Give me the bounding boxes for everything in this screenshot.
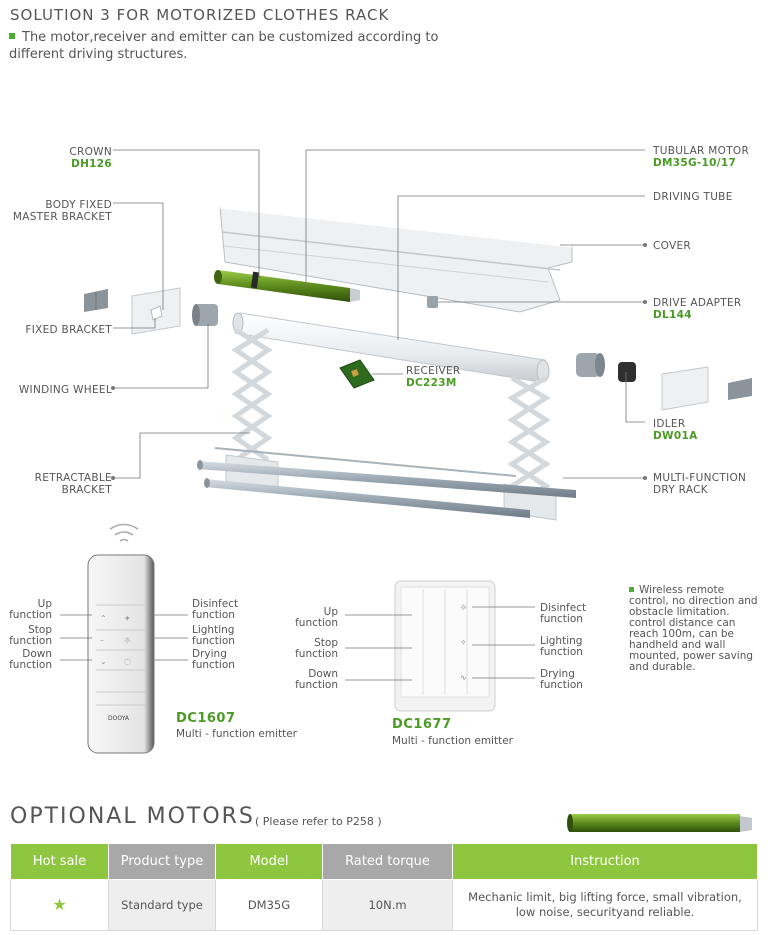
svg-text:–: – (100, 636, 104, 645)
feature-sentence: Wireless remote control, no direction an… (629, 584, 758, 673)
header-rated-torque: Rated torque (322, 843, 453, 880)
idler-code: DW01A (653, 430, 698, 442)
optional-motors-title: OPTIONAL MOTORS (10, 804, 255, 829)
remote-leaders (60, 614, 188, 661)
svg-text:∿: ∿ (460, 673, 467, 682)
svg-text:☼: ☼ (460, 603, 467, 612)
feature-text: Wireless remote control, no direction an… (629, 585, 761, 673)
drive-adapter-code: DL144 (653, 309, 692, 321)
switch-leaders (345, 606, 535, 681)
product-type-cell: Standard type (108, 879, 216, 931)
svg-text:◌: ◌ (124, 657, 131, 666)
intro-text: The motor,receiver and emitter can be cu… (9, 29, 439, 63)
header-hot-sale: Hot sale (10, 843, 109, 880)
drive-adapter-label: DRIVE ADAPTER DL144 (653, 297, 765, 321)
cover-label: COVER (653, 240, 692, 252)
left-brackets (84, 287, 181, 335)
handheld-remote: ⌃ – ⌄ ✦ ☼ ◌ (87, 523, 155, 754)
switch-lighting-label: Lighting function (540, 635, 583, 658)
switch-down-label: Down function (295, 668, 338, 691)
body-bracket-label: BODY FIXED MASTER BRACKET (12, 199, 112, 223)
header-model: Model (215, 843, 323, 880)
right-brackets (427, 296, 752, 411)
idler-name: IDLER (653, 418, 686, 430)
retractable-bracket-left (231, 327, 273, 463)
switch-stop-label: Stop function (295, 637, 338, 660)
remote-disinfect-label: Disinfect function (192, 598, 239, 621)
tubular-motor-part (214, 270, 360, 302)
cover-part (219, 205, 573, 313)
tubular-motor-name: TUBULAR MOTOR (653, 145, 750, 157)
switch-model: DC1677 (392, 717, 452, 732)
tubular-motor-label: TUBULAR MOTOR DM35G-10/17 (653, 145, 765, 169)
table-header-row: Hot sale Product type Model Rated torque… (10, 843, 758, 880)
remote-model: DC1607 (176, 711, 236, 726)
switch-up-label: Up function (295, 606, 338, 629)
instruction-cell: Mechanic limit, big lifting force, small… (452, 879, 758, 931)
switch-disinfect-label: Disinfect function (540, 602, 587, 625)
leader-lines (113, 149, 645, 479)
receiver-part (339, 359, 375, 389)
hot-sale-cell: ★ (10, 879, 109, 931)
header-product-type: Product type (108, 843, 216, 880)
crown-code: DH126 (71, 158, 112, 170)
winding-wheel-part (192, 304, 218, 326)
svg-text:⌄: ⌄ (100, 657, 107, 666)
remote-lighting-label: Lighting function (192, 624, 235, 647)
model-cell: DM35G (215, 879, 323, 931)
driving-tube-label: DRIVING TUBE (653, 191, 733, 203)
remote-up-label: Up function (9, 598, 52, 621)
svg-text:⌃: ⌃ (100, 614, 107, 623)
motor-table: Hot sale Product type Model Rated torque… (10, 843, 758, 931)
page-title: SOLUTION 3 FOR MOTORIZED CLOTHES RACK (10, 6, 390, 24)
crown-label: CROWN DH126 (18, 146, 112, 170)
switch-drying-label: Drying function (540, 668, 583, 691)
intro-sentence: The motor,receiver and emitter can be cu… (9, 30, 439, 62)
optional-motor-image (567, 814, 752, 832)
receiver-code: DC223M (406, 377, 457, 389)
winding-wheel-label: WINDING WHEEL (18, 384, 112, 396)
optional-motors-note: ( Please refer to P258 ) (255, 815, 382, 828)
star-icon: ★ (52, 894, 67, 914)
wall-switch: ☼ ✧ ∿ (394, 580, 496, 712)
fixed-bracket-label: FIXED BRACKET (25, 324, 112, 336)
remote-subtitle: Multi - function emitter (176, 728, 297, 740)
torque-cell: 10N.m (322, 879, 453, 931)
drive-adapter-name: DRIVE ADAPTER (653, 297, 742, 309)
crown-name: CROWN (69, 146, 112, 158)
idler-label: IDLER DW01A (653, 418, 765, 442)
remote-brand: DOOYA (108, 715, 130, 722)
leader-dots (111, 243, 647, 480)
remote-stop-label: Stop function (9, 624, 52, 647)
dry-rack-label: MULTI-FUNCTION DRY RACK (653, 472, 747, 496)
receiver-label: RECEIVER DC223M (406, 365, 506, 389)
tubular-motor-code: DM35G-10/17 (653, 157, 737, 169)
header-instruction: Instruction (452, 843, 758, 880)
bullet-icon (9, 33, 15, 39)
dry-rack-part (197, 447, 576, 518)
table-row: ★ Standard type DM35G 10N.m Mechanic lim… (10, 879, 758, 931)
retractable-bracket-label: RETRACTABLE BRACKET (34, 472, 112, 496)
remote-drying-label: Drying function (192, 648, 235, 671)
remote-down-label: Down function (9, 648, 52, 671)
svg-text:☼: ☼ (124, 636, 131, 645)
svg-text:✧: ✧ (460, 638, 467, 647)
receiver-name: RECEIVER (406, 365, 461, 377)
bullet-icon (629, 587, 634, 592)
svg-text:✦: ✦ (124, 614, 131, 623)
switch-subtitle: Multi - function emitter (392, 735, 513, 747)
